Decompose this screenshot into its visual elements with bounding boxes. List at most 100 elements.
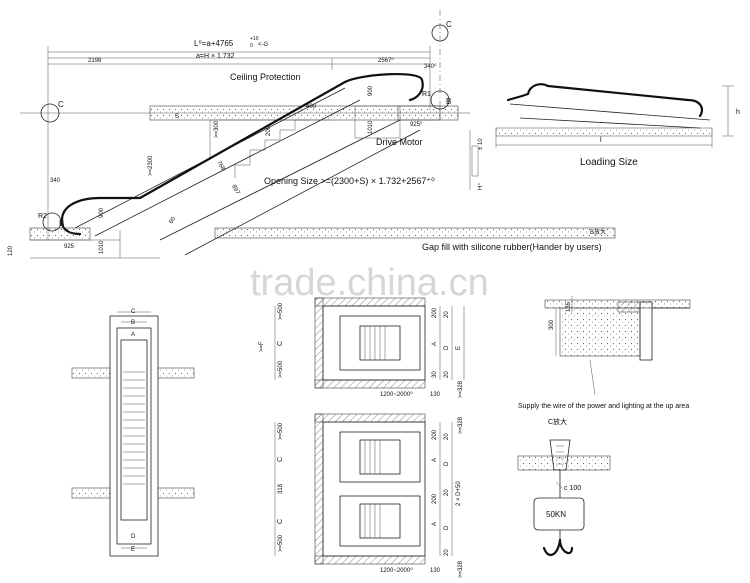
dim-2300: >=2300: [148, 155, 154, 176]
double-d200b: 200: [432, 493, 438, 504]
b-detail-label: B放大: [590, 228, 606, 236]
double-c1: C: [277, 457, 284, 462]
detail-marker-c-left: [40, 103, 60, 123]
single-ge500-top: >=500: [278, 302, 284, 320]
dim-897: 897: [230, 184, 241, 196]
double-a2: A: [432, 522, 438, 526]
double-pit-steps: [364, 440, 381, 538]
single-d130: 130: [430, 392, 441, 398]
plan-label-e: E: [131, 547, 135, 553]
dim-768: 768: [215, 160, 226, 172]
dim-1010-top: 1010: [368, 120, 374, 134]
dim-h: H⁺: [477, 183, 484, 191]
double-a1: A: [432, 458, 438, 462]
single-width: 1200~2000⁰: [380, 391, 413, 398]
upper-detail-note: Supply the wire of the power and lightin…: [518, 403, 689, 410]
detail-marker-b-right: [430, 90, 450, 110]
single-d: D: [444, 345, 450, 350]
a-formula: a=H × 1.732: [196, 53, 235, 60]
dim-900-bottom: 900: [99, 207, 105, 218]
double-d130: 130: [430, 568, 441, 574]
single-pit-view: >=500 >=500 >=F C 200 A D E 20 20 30 120…: [259, 297, 465, 398]
drive-motor-label: Drive Motor: [376, 137, 423, 147]
dim-120: 120: [8, 245, 14, 256]
dim-r2: R2: [38, 213, 47, 220]
detail-marker-c-top: [431, 24, 449, 42]
plan-label-c: C: [131, 309, 136, 315]
circle-c-label-left: C: [58, 100, 64, 109]
double-d200a: 200: [432, 429, 438, 440]
dim-340-top: 340⁰: [424, 63, 437, 70]
circle-b-label-right: B: [446, 97, 451, 106]
side-view: L⁰=a+4765 +10 0 <-G a=H × 1.732 2198 256…: [8, 10, 616, 259]
single-d20-bottom: 20: [444, 371, 450, 378]
dim-925-bottom: 925: [64, 244, 75, 250]
watermark: trade.china.cn: [250, 262, 489, 304]
dim-400: 400: [306, 104, 317, 110]
double-d1: D: [444, 461, 450, 466]
dim-2567: 2567⁰: [378, 57, 394, 64]
single-d20-top: 20: [444, 311, 450, 318]
plan-label-b: B: [131, 320, 135, 326]
c-detail-label: C放大: [548, 417, 567, 426]
loading-l: l: [600, 137, 602, 144]
double-width: 1200~2000⁰: [380, 567, 413, 574]
loading-size-label: Loading Size: [580, 157, 638, 168]
circle-b-label-left: B: [59, 219, 64, 228]
plan-view: C B A D E: [71, 309, 195, 557]
single-e: E: [456, 346, 462, 350]
l-tol-top: +10: [250, 36, 259, 42]
opening-size-label: Opening Size >=(2300+S) × 1.732+2567⁺⁰: [264, 176, 435, 186]
single-ge-f: >=F: [259, 341, 265, 352]
dim-200: 200: [266, 125, 272, 136]
double-d20a: 20: [444, 433, 450, 440]
upper-detail-view: 300 135 Supply the wire of the power and…: [518, 296, 691, 410]
l-arrow: <-G: [258, 42, 269, 48]
plan-label-a: A: [131, 332, 135, 338]
double-ge500-bottom: >=500: [278, 534, 284, 552]
detail-d300: 300: [549, 319, 555, 330]
single-c: C: [277, 341, 284, 346]
dim-925-top: 925⁰: [410, 121, 423, 128]
single-a: A: [432, 342, 438, 346]
l-formula: L⁰=a+4765: [194, 39, 234, 48]
hook-c100: c 100: [564, 485, 581, 492]
detail-marker-b-left: [42, 212, 62, 232]
double-d318: 318: [278, 483, 284, 494]
dim-10: ± 10: [478, 138, 484, 150]
dim-2198: 2198: [88, 58, 102, 64]
double-ge500-top: >=500: [278, 422, 284, 440]
hook-icon: [542, 538, 574, 557]
hook-load-label: 50KN: [546, 510, 566, 519]
single-d30: 30: [432, 371, 438, 378]
dim-300: >=300: [214, 120, 220, 138]
double-c2: C: [277, 519, 284, 524]
single-ge500-bottom: >=500: [278, 360, 284, 378]
circle-c-label-top: C: [446, 20, 452, 29]
hook-load-box: [533, 497, 585, 531]
double-pit-view: >=500 >=500 C 318 C A A D D 200 200 20 2…: [274, 413, 464, 578]
ceiling-protection-label: Ceiling Protection: [230, 72, 301, 82]
double-d20c: 20: [444, 549, 450, 556]
gap-fill-label: Gap fill with silicone rubber(Hander by …: [422, 242, 602, 252]
double-total: 2 × D+50: [456, 481, 462, 506]
dim-s: S: [175, 114, 179, 120]
double-d328-top: >=328: [458, 416, 464, 434]
hook-detail-view: C放大 c 100 50KN: [517, 417, 611, 557]
dim-340-bottom: 340: [50, 178, 61, 184]
detail-d135: 135: [566, 301, 572, 312]
double-d328-bottom: >=328: [458, 560, 464, 578]
l-tol-bottom: 0: [250, 43, 253, 49]
handrail: [60, 72, 424, 222]
dim-1010-bottom: 1010: [99, 240, 105, 254]
plan-label-d: D: [131, 534, 136, 540]
plan-steps: [123, 371, 145, 485]
dim-60: 60: [169, 216, 178, 225]
lower-floor-slab: [29, 227, 91, 241]
loading-size-view: h l Loading Size: [495, 83, 740, 168]
single-pit-steps: [364, 326, 386, 360]
dim-900-top: 900: [368, 85, 374, 96]
single-d200: 200: [432, 307, 438, 318]
double-d2: D: [444, 525, 450, 530]
